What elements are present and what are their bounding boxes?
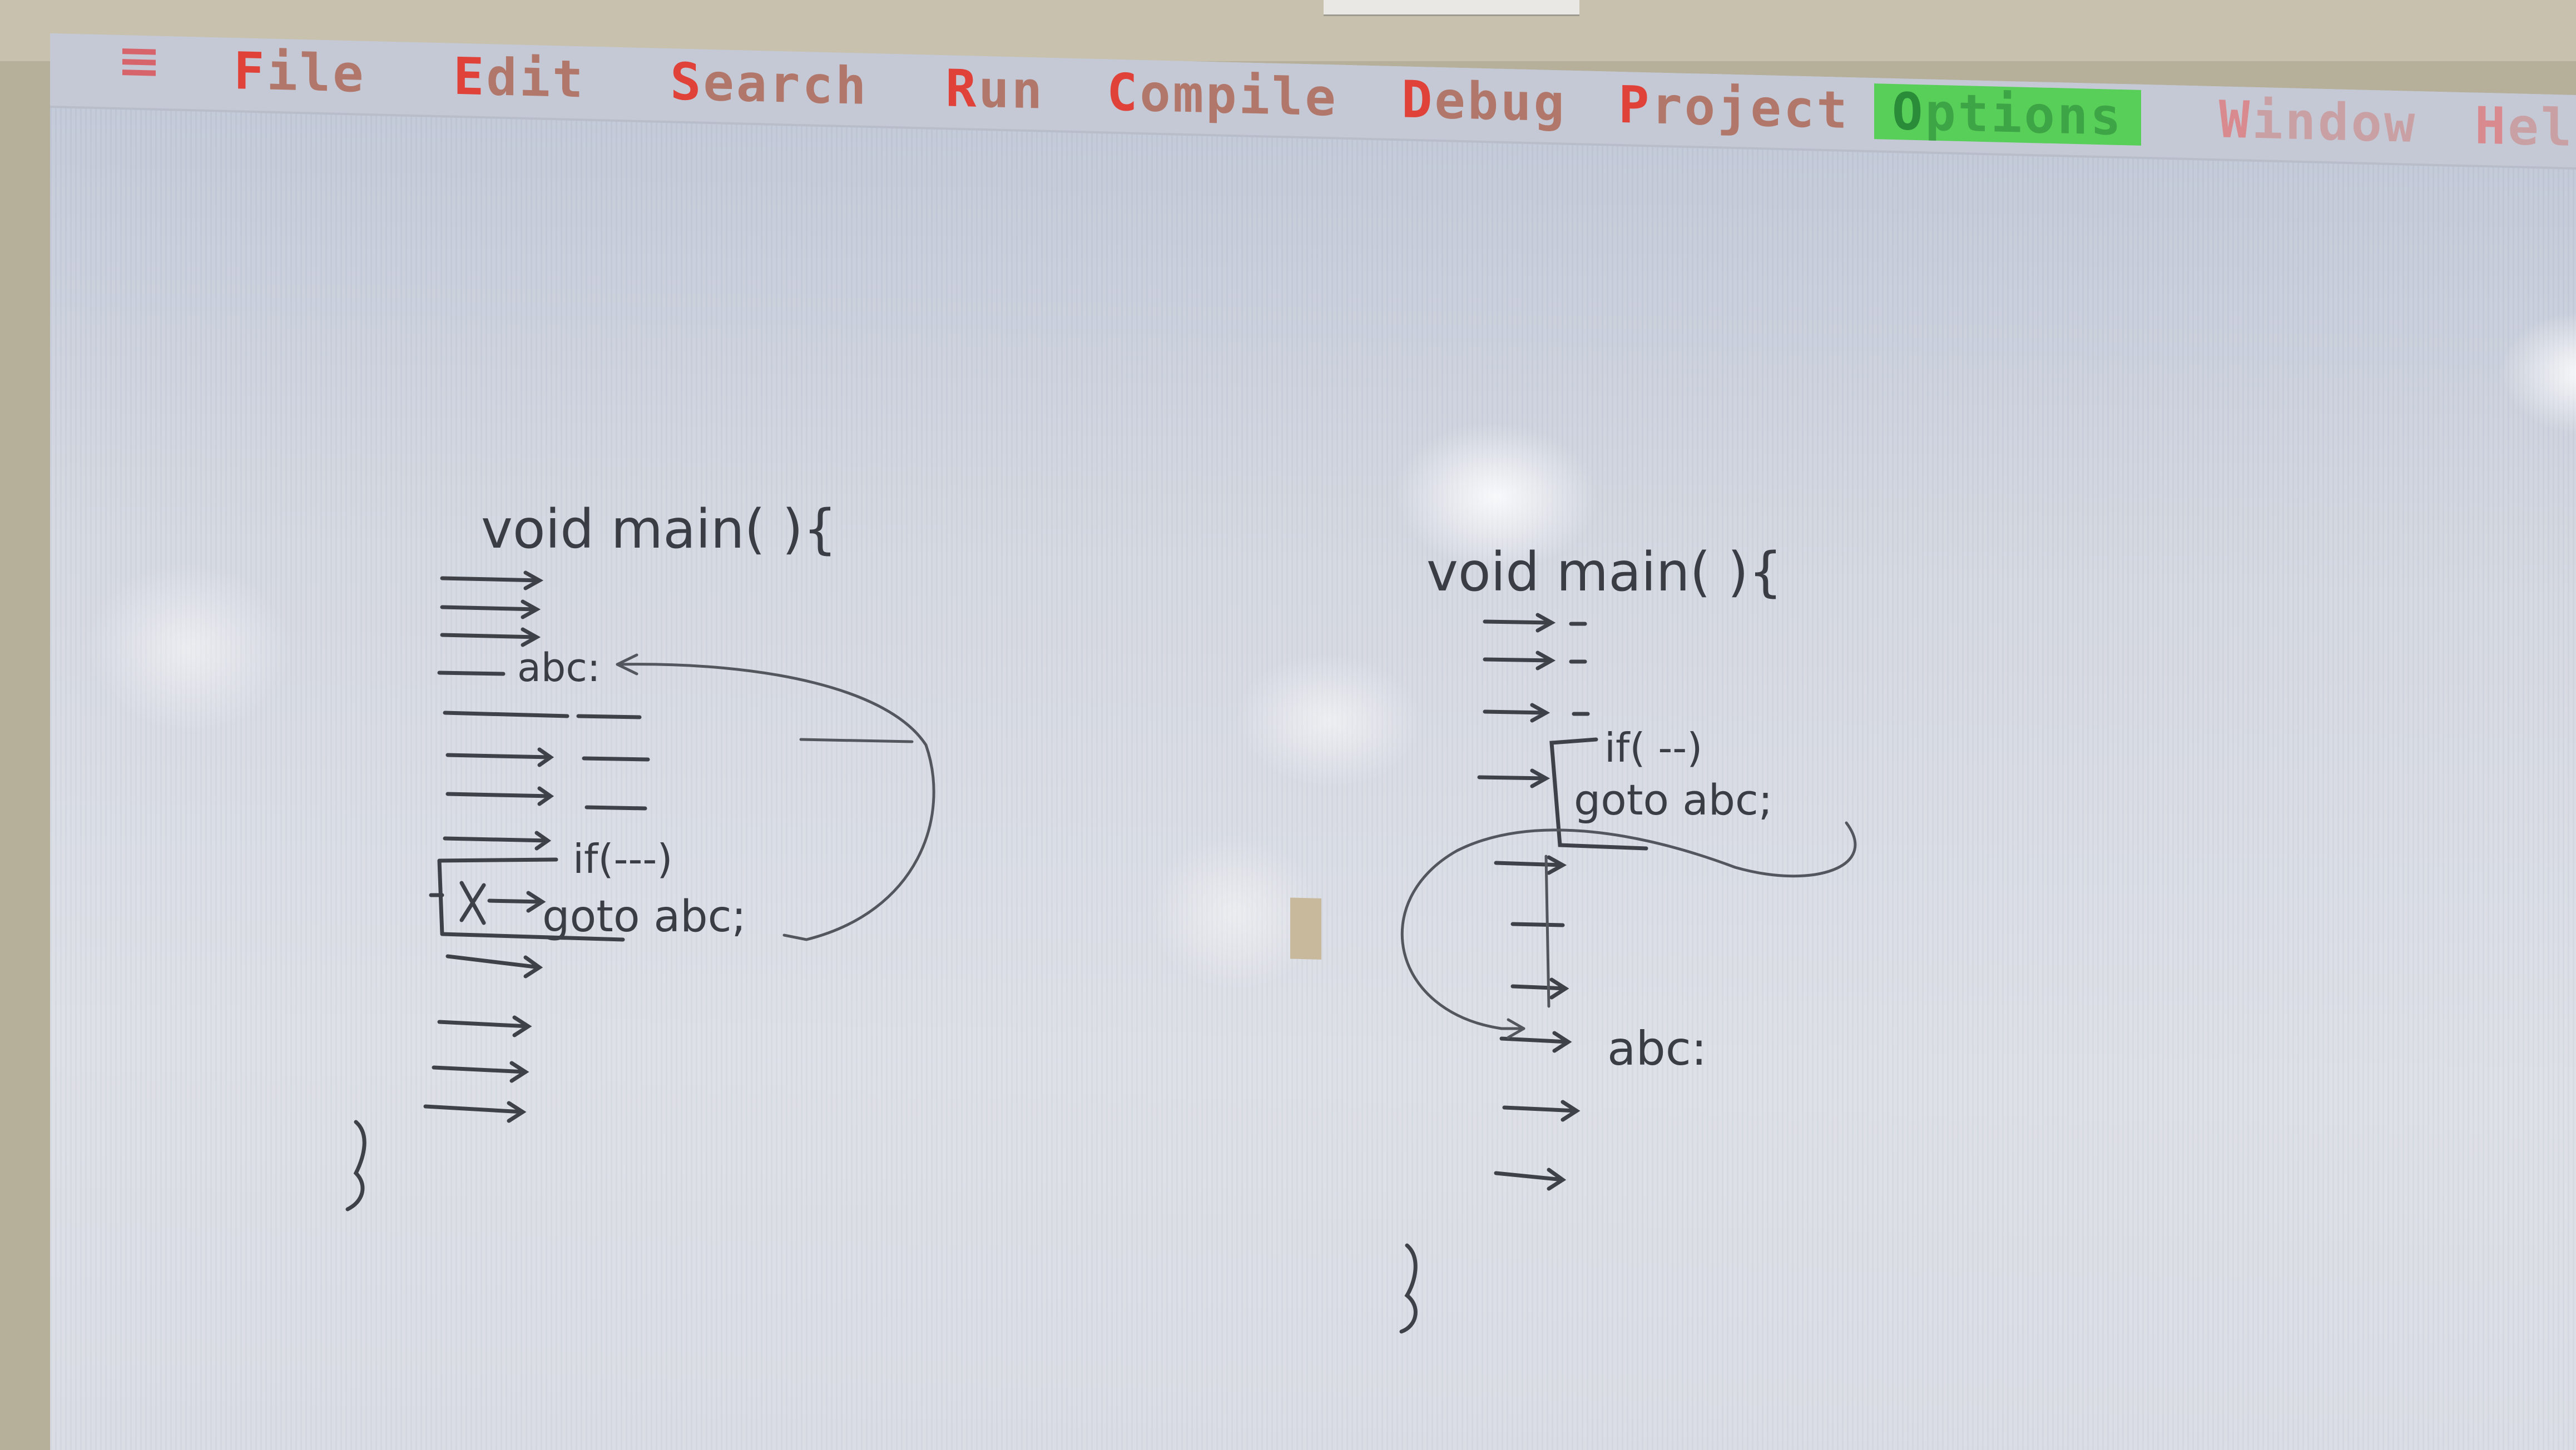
- statement-arrow: [1510, 922, 1565, 927]
- left-if-statement: if(---): [573, 836, 672, 882]
- right-closing-brace-text: }: [1401, 1289, 1402, 1290]
- left-closing-brace: [345, 1120, 366, 1211]
- left-label-abc: abc:: [517, 645, 600, 691]
- left-program: void main( ){ abc: if(---) goto abc;: [345, 498, 935, 1211]
- skipped-block-line: [1544, 855, 1550, 1008]
- statement-arrow: [443, 711, 642, 719]
- right-label-abc: abc:: [1607, 1021, 1707, 1076]
- left-goto-statement: goto abc;: [542, 892, 746, 942]
- statement-arrow: [445, 747, 650, 767]
- statement-arrow: [440, 570, 544, 590]
- right-goto-statement: goto abc;: [1574, 775, 1772, 825]
- statement-arrow: [1494, 1168, 1567, 1191]
- statement-arrow: [1483, 703, 1590, 723]
- goto-highlight-box: [437, 857, 625, 942]
- projector-mount: [1324, 0, 1579, 16]
- cross-mark-arrow: [429, 881, 546, 925]
- statement-arrow: [440, 599, 541, 619]
- statement-arrow: [1483, 650, 1587, 671]
- left-statement-arrows: [423, 570, 650, 1123]
- goto-arrowhead: [616, 653, 638, 676]
- goto-arrowhead: [1507, 1018, 1525, 1039]
- statement-arrow: [1483, 613, 1587, 633]
- statement-arrow: [440, 627, 541, 647]
- statement-arrow: [1510, 977, 1569, 1000]
- right-if-statement: if( --): [1604, 724, 1702, 771]
- right-statement-arrows: [1477, 613, 1590, 1191]
- right-program: void main( ){ if( --) goto abc; a: [1399, 541, 1857, 1334]
- statement-arrow: [445, 786, 647, 811]
- statement-arrow: [432, 1061, 529, 1083]
- right-if-bracket: [1549, 737, 1648, 851]
- statement-arrow: [443, 831, 552, 851]
- right-closing-brace: [1399, 1243, 1418, 1334]
- goto-forward-jump-arrow: [1400, 821, 1857, 1030]
- left-main-header: void main( ){: [481, 498, 837, 560]
- statement-arrow: [1477, 768, 1550, 788]
- statement-arrow: [1499, 1031, 1572, 1053]
- statement-arrow: [1494, 855, 1567, 875]
- statement-arrow: [423, 1101, 527, 1123]
- statement-arrow: [1502, 1100, 1581, 1122]
- statement-arrow: [445, 954, 543, 979]
- statement-arrow: [437, 1015, 532, 1037]
- goto-backward-jump-arrow: [616, 663, 935, 941]
- goto-guide-line: [799, 738, 914, 743]
- right-main-header: void main( ){: [1426, 541, 1782, 603]
- statement-arrow: [437, 671, 506, 676]
